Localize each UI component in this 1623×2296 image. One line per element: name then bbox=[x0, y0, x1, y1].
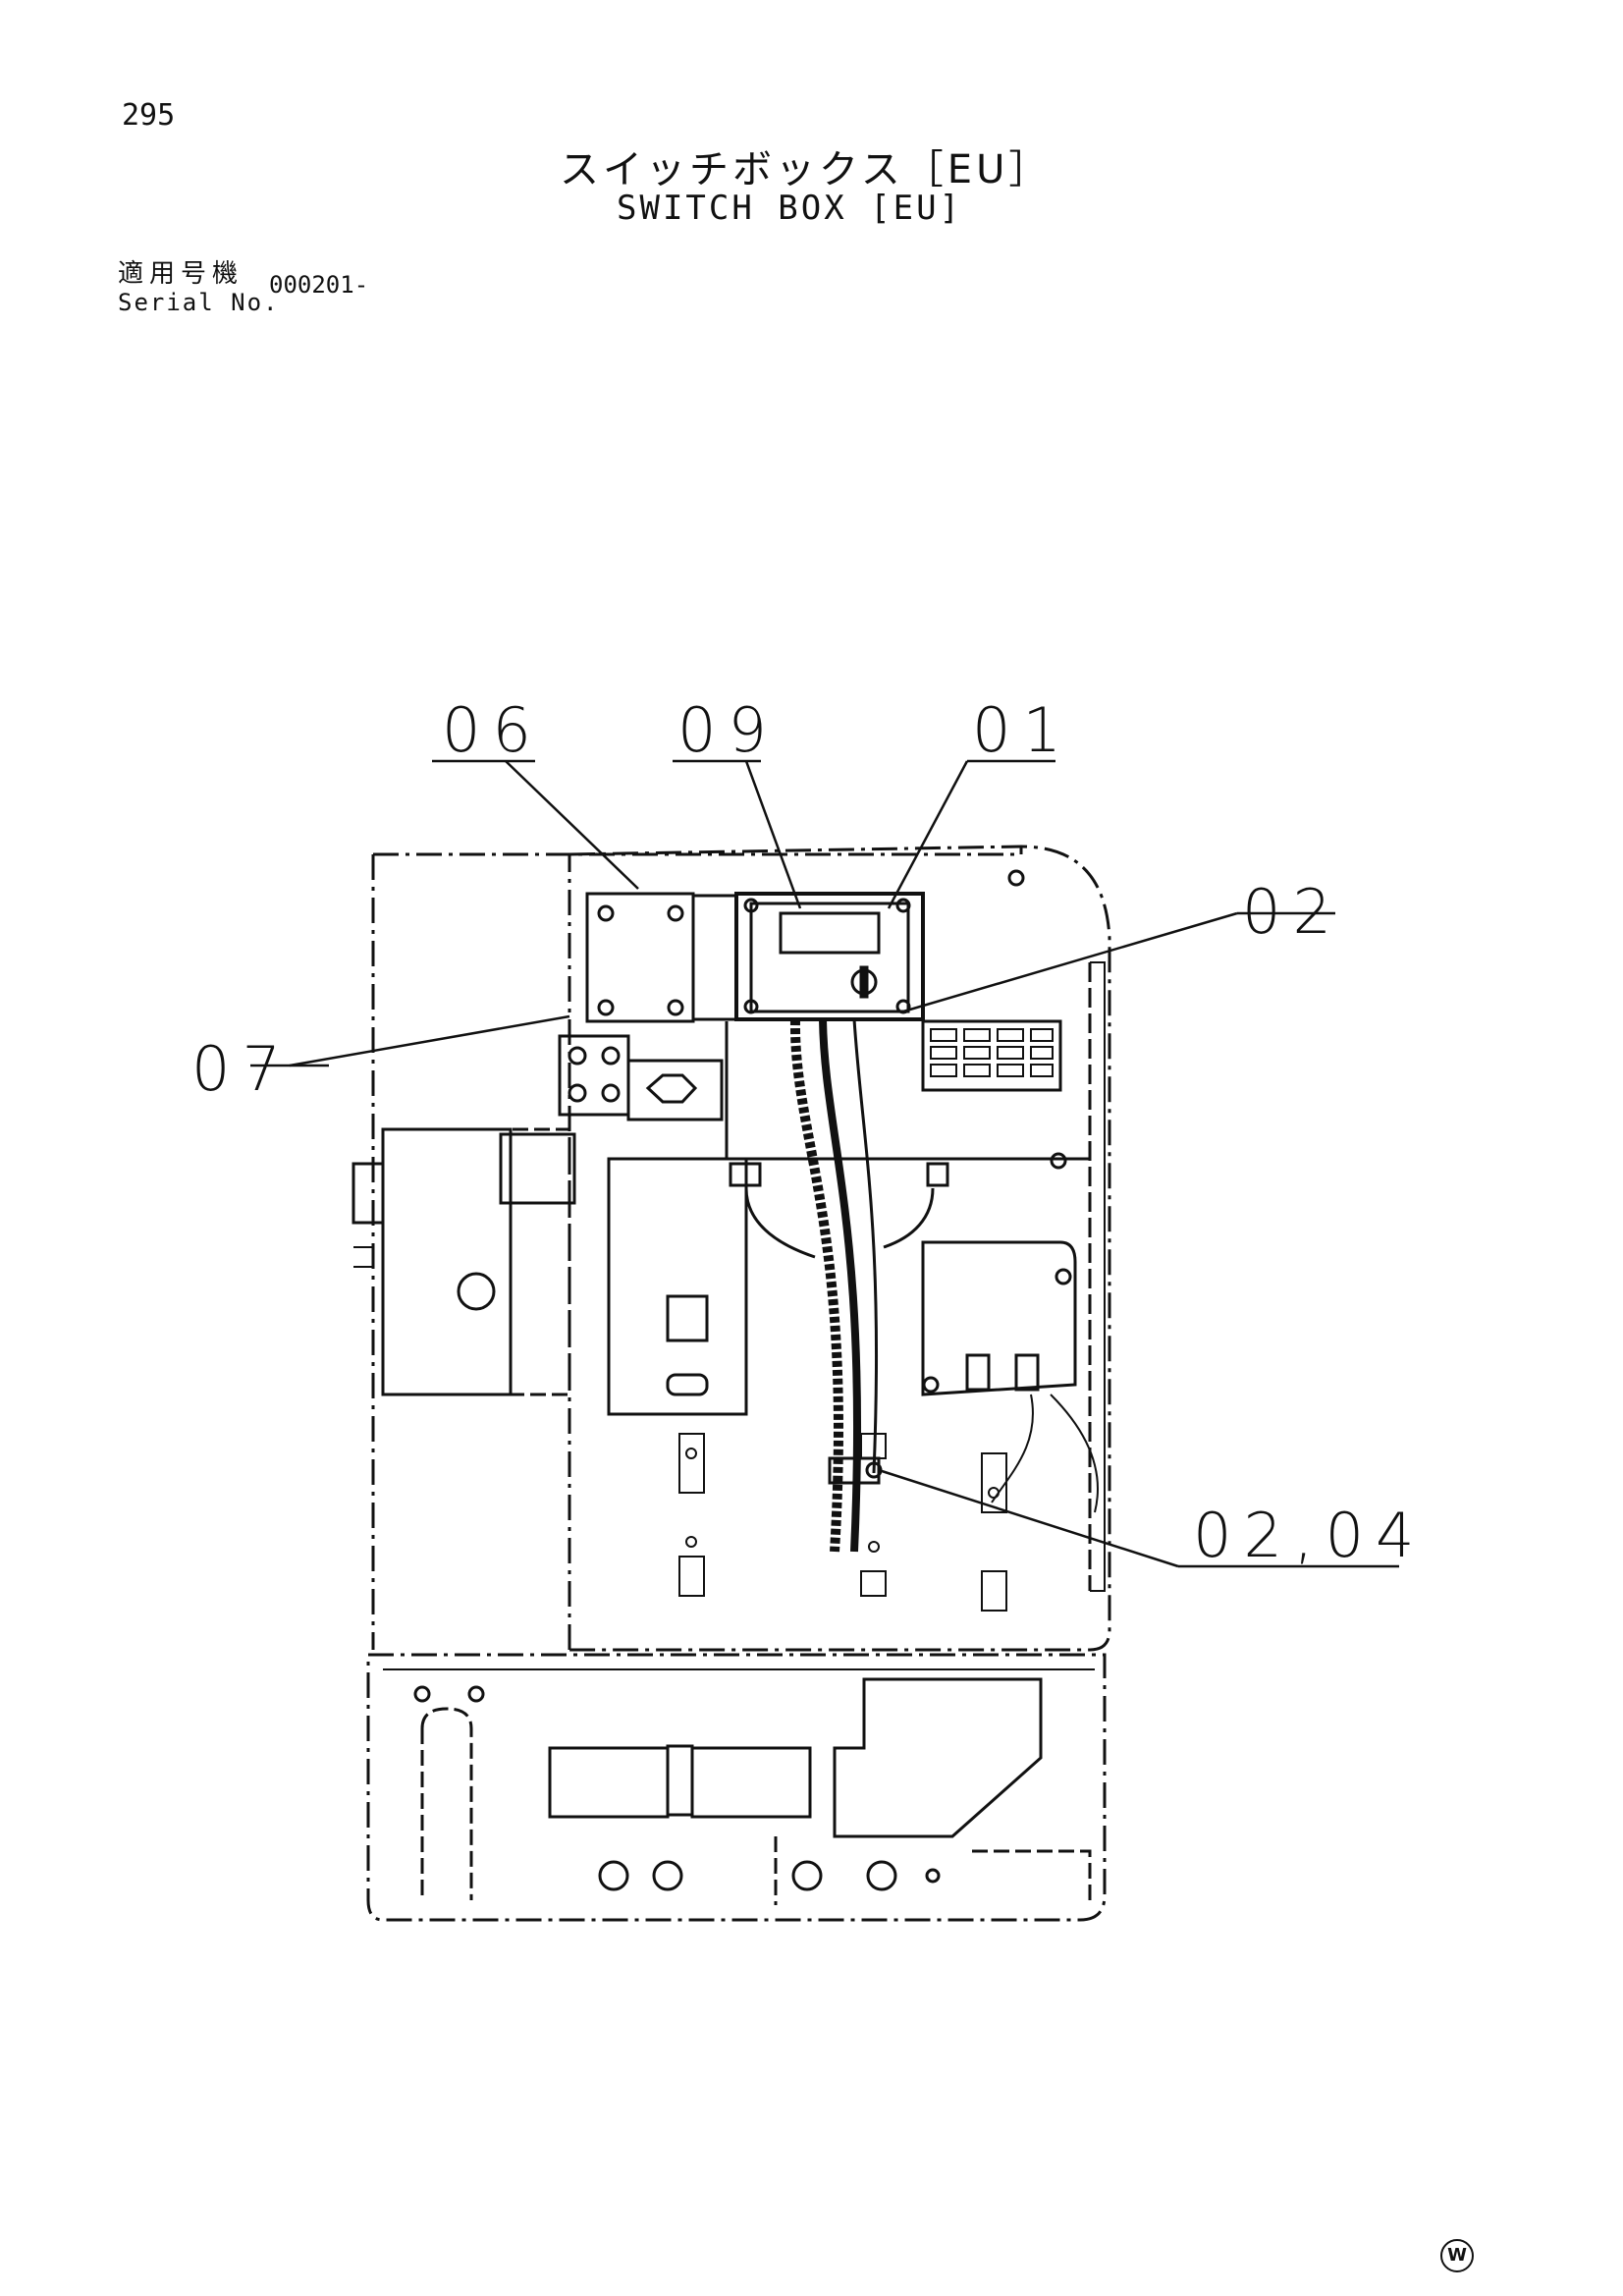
callout-06: 06 bbox=[442, 694, 543, 766]
switch-box-housing bbox=[691, 892, 925, 1021]
floor-panel bbox=[366, 1653, 1107, 1922]
manufacturer-mark-icon: W bbox=[1440, 2239, 1474, 2272]
wiring-harness bbox=[744, 1018, 935, 1553]
leader-lines bbox=[250, 759, 1399, 1568]
page-number: 295 bbox=[122, 98, 176, 133]
fuse-block bbox=[921, 1019, 1062, 1092]
callout-09: 09 bbox=[677, 694, 779, 766]
callout-02-04: 02,04 bbox=[1193, 1500, 1427, 1571]
serial-number-range: 000201- bbox=[269, 271, 369, 299]
floor-brackets bbox=[678, 1433, 1007, 1612]
title-japanese: スイッチボックス［EU］ bbox=[560, 147, 1053, 192]
valve-block bbox=[352, 1034, 748, 1416]
display-window-09 bbox=[779, 911, 881, 955]
serial-label-english: Serial No. bbox=[118, 289, 280, 316]
callout-07: 07 bbox=[191, 1033, 293, 1105]
title-english: SWITCH BOX [EU] bbox=[617, 189, 963, 228]
serial-label-japanese: 適用号機 bbox=[118, 259, 244, 289]
callout-02: 02 bbox=[1242, 876, 1343, 948]
callout-01: 01 bbox=[972, 694, 1073, 766]
